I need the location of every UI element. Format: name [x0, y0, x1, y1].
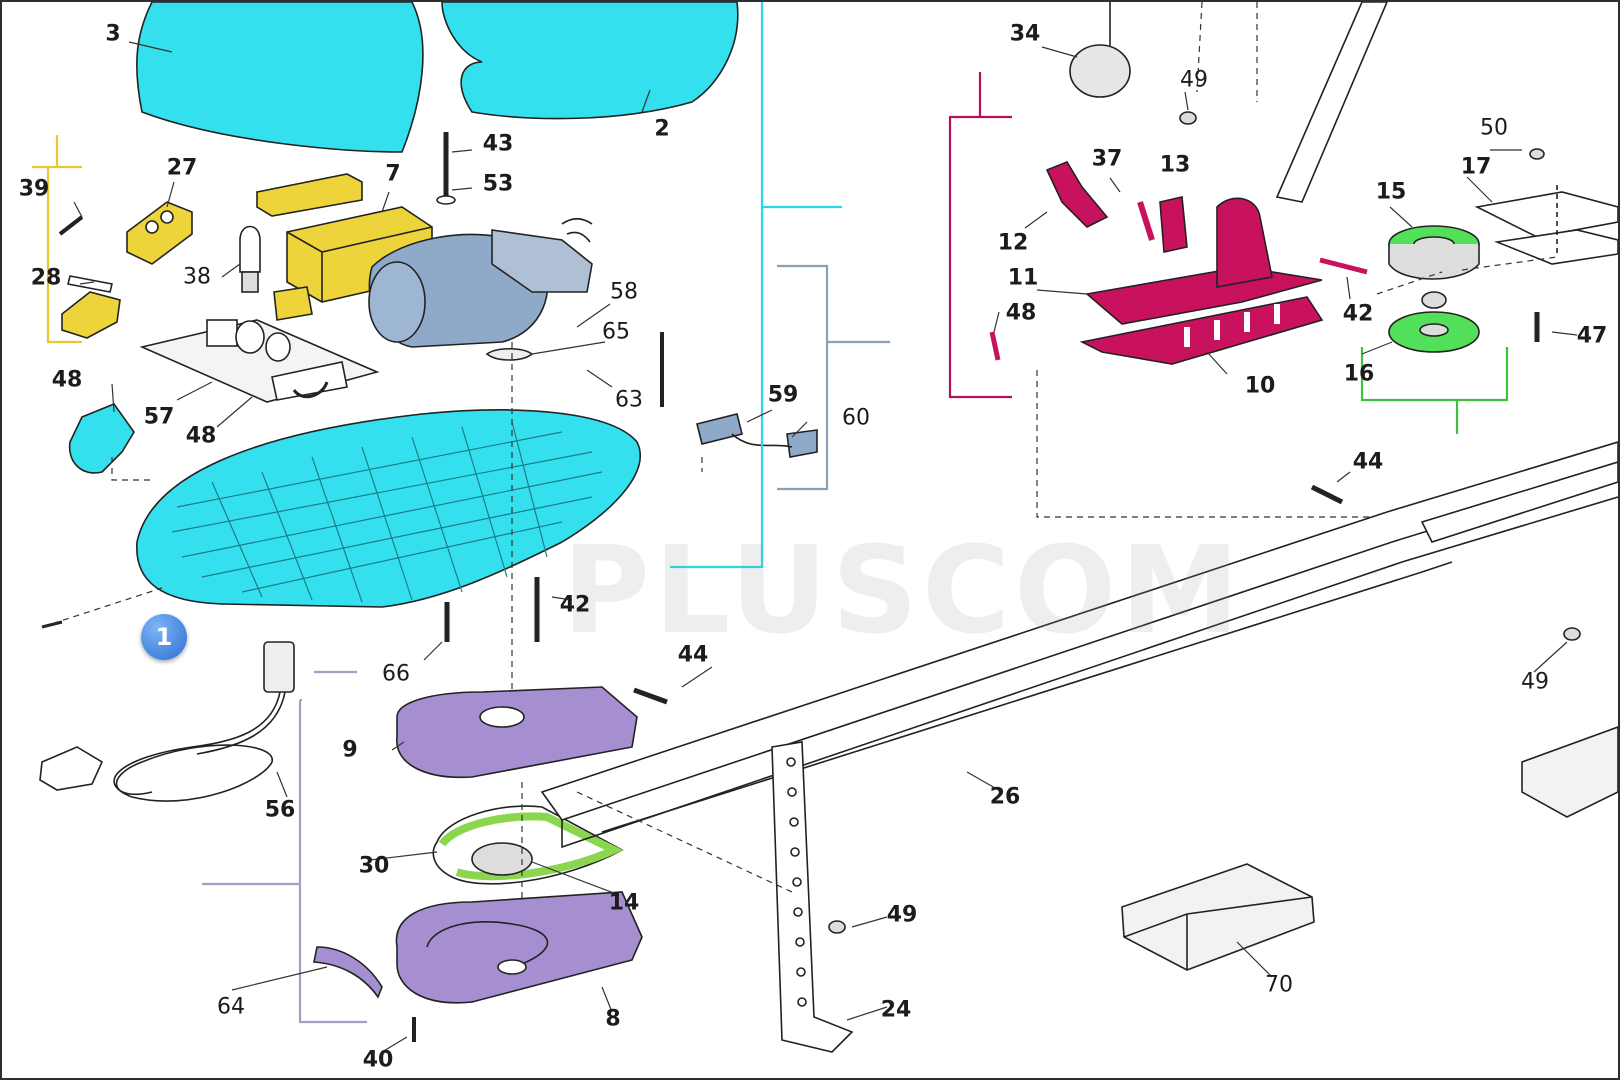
motor-endcap	[368, 261, 426, 343]
fuse-holder-28	[61, 291, 121, 339]
rail-26	[540, 441, 1618, 821]
switch-60	[786, 429, 818, 458]
nut-49-top	[1179, 111, 1197, 125]
plug	[39, 746, 104, 791]
screw-48-right	[989, 331, 1001, 361]
washer-65	[485, 347, 534, 361]
nut-49-mid	[828, 920, 846, 934]
cover-part-2	[441, 2, 739, 120]
base-plate-1	[136, 409, 641, 608]
bracket-right	[1521, 726, 1618, 818]
nut-50	[1529, 148, 1545, 160]
nut-49-right	[1563, 627, 1581, 641]
part-1-badge[interactable]: 1	[141, 614, 187, 660]
terminal-27	[126, 201, 193, 265]
carriage-housing	[1216, 197, 1273, 288]
transformer-top	[256, 173, 363, 217]
bracket-70	[1121, 863, 1315, 971]
group-bracket-cyan	[670, 2, 842, 569]
bolt-44	[1310, 484, 1344, 505]
pin-42-right	[1319, 257, 1368, 275]
cover-9	[396, 686, 638, 779]
plate-17b	[1493, 229, 1618, 265]
group-bracket-green	[1360, 347, 1509, 434]
strap-top	[1275, 2, 1388, 203]
screw-39	[58, 215, 84, 236]
switch-59	[696, 413, 743, 445]
link-13	[1159, 196, 1188, 253]
cable-gland	[263, 641, 295, 693]
carriage-11	[1085, 266, 1323, 325]
cover-part-3	[136, 2, 424, 153]
plate-17a	[1474, 191, 1618, 238]
group-bracket-slate	[777, 264, 890, 491]
motor-capacitor	[273, 286, 313, 321]
base-grid	[171, 421, 603, 603]
strap-24	[771, 741, 854, 1053]
fuse	[67, 275, 113, 293]
group-bracket-yellow	[32, 135, 82, 344]
bolt-44-left	[633, 687, 668, 705]
carriage-10	[1079, 296, 1324, 365]
power-cable-56	[113, 691, 281, 802]
spring-37	[1137, 201, 1155, 241]
lever-12	[1045, 161, 1109, 228]
seal-64	[313, 946, 383, 999]
belt-30	[432, 805, 624, 885]
group-bracket-lilac	[202, 698, 367, 1024]
bulb-38	[239, 225, 261, 273]
gear-14	[471, 842, 533, 876]
switch-bracket	[68, 403, 135, 474]
washer-53	[436, 195, 456, 205]
base-8	[395, 891, 643, 1004]
ball-34	[1069, 44, 1131, 98]
motor-gearbox	[491, 229, 593, 293]
group-bracket-magenta	[948, 72, 1012, 399]
